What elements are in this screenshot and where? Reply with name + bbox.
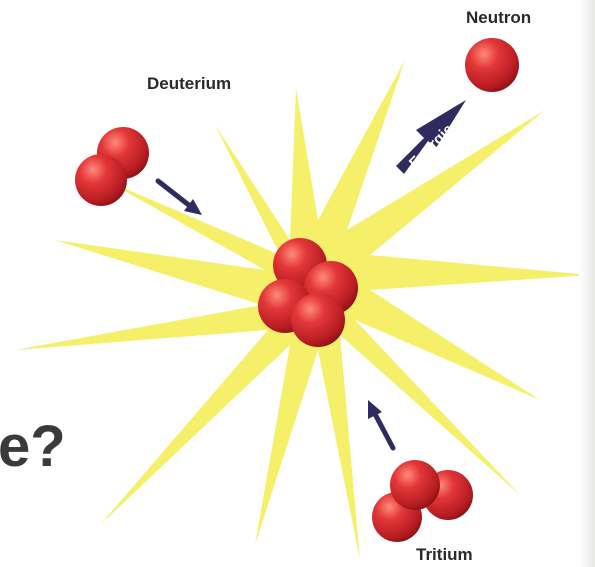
neutron-label: Neutron: [466, 8, 532, 27]
deuterium-arrow-icon: [155, 178, 202, 215]
energy-arrow-icon: Energie: [396, 100, 466, 174]
tritium-label: Tritium: [416, 545, 473, 564]
deuterium-label: Deuterium: [147, 74, 232, 93]
page-edge: [579, 0, 595, 567]
red-sphere-icon: [291, 293, 345, 347]
red-sphere-icon: [75, 154, 127, 206]
deuterium-nucleus: [75, 127, 149, 206]
partial-heading: e?: [0, 414, 66, 479]
neutron-particle: [465, 38, 519, 92]
helium-nucleus: [258, 238, 358, 347]
red-sphere-icon: [390, 460, 440, 510]
tritium-nucleus: [372, 460, 473, 542]
tritium-arrow-icon: [368, 400, 396, 451]
